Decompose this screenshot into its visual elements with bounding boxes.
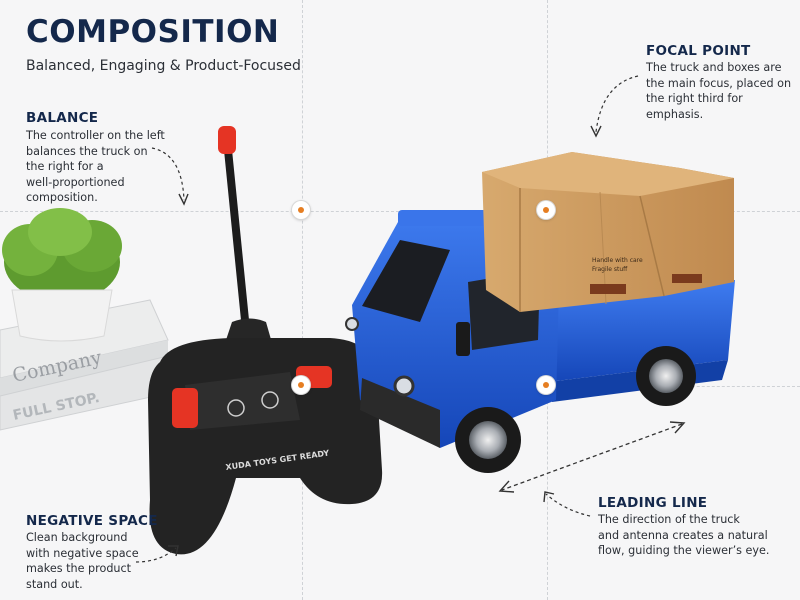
- negative-space-heading: NEGATIVE SPACE: [26, 513, 158, 529]
- negative-space-description: Clean background with negative space mak…: [26, 530, 139, 592]
- leading-line-line: and antenna creates a natural: [598, 528, 768, 542]
- focal-dot-top-left: [292, 201, 310, 219]
- focal-point-heading: FOCAL POINT: [646, 43, 751, 59]
- leading-line-arrow-icon: [498, 421, 686, 493]
- cardboard-boxes: Handle with care Fragile stuff: [482, 152, 734, 312]
- balance-line: the right for a: [26, 160, 104, 173]
- negative-space-line: stand out.: [26, 577, 83, 591]
- potted-plant: [2, 208, 122, 342]
- balance-arrow-icon: [151, 147, 189, 206]
- balance-line: The controller on the left: [26, 129, 165, 142]
- negative-space-line: with negative space: [26, 546, 139, 560]
- leading-line-line: flow, guiding the viewer’s eye.: [598, 544, 770, 557]
- controller-antenna: [218, 126, 250, 334]
- focal-point-line: the main focus, placed on: [646, 76, 792, 90]
- negative-space-line: Clean background: [26, 531, 128, 544]
- page-subtitle: Balanced, Engaging & Product-Focused: [26, 58, 301, 74]
- focal-point-line: the right third for emphasis.: [646, 92, 743, 121]
- box-label-fragile: Fragile stuff: [592, 266, 628, 273]
- page-title: COMPOSITION: [26, 14, 280, 50]
- negative-space-line: makes the product: [26, 562, 132, 575]
- book-stack: Company FULL STOP.: [0, 299, 169, 431]
- balance-heading: BALANCE: [26, 110, 99, 126]
- focal-dot-bottom-left: [292, 376, 310, 394]
- box-label-handle: Handle with care: [592, 257, 643, 264]
- focal-dot-top-right: [537, 201, 555, 219]
- balance-description: The controller on the left balances the …: [26, 128, 165, 206]
- remote-controller: XUDA TOYS GET READY: [148, 318, 383, 555]
- leading-line-pointer-icon: [543, 491, 591, 517]
- focal-point-description: The truck and boxes are the main focus, …: [646, 60, 800, 122]
- focal-point-arrow-icon: [590, 75, 639, 138]
- thirds-gridline-vertical-left: [302, 0, 303, 600]
- leading-line-line: The direction of the truck: [598, 513, 740, 526]
- leading-line-description: The direction of the truck and antenna c…: [598, 512, 769, 559]
- leading-line-heading: LEADING LINE: [598, 495, 708, 511]
- balance-line: well-proportioned: [26, 175, 125, 189]
- focal-dot-bottom-right: [537, 376, 555, 394]
- focal-point-line: The truck and boxes are: [646, 61, 782, 74]
- balance-line: balances the truck on: [26, 144, 148, 158]
- negative-space-arrow-icon: [135, 545, 179, 563]
- balance-line: composition.: [26, 191, 98, 204]
